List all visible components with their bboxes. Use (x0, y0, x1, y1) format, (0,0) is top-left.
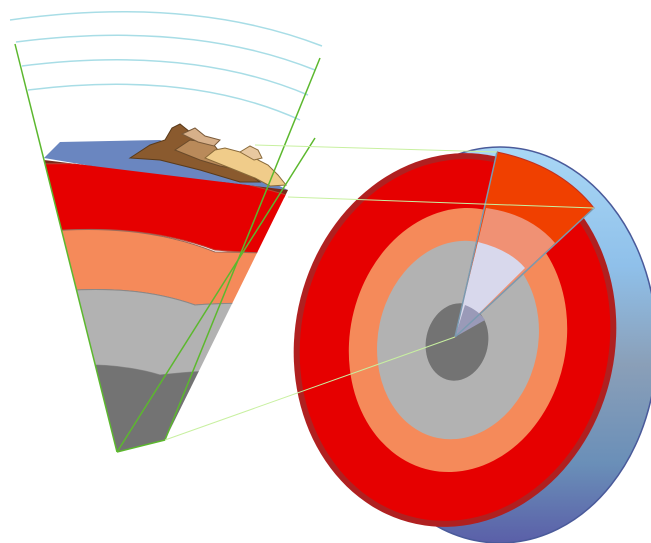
earth-sphere (293, 146, 651, 543)
wedge-edge-right (164, 57, 321, 441)
cutaway-edge (454, 207, 595, 338)
guide-lines (164, 144, 595, 441)
outer-core-band (44, 288, 288, 376)
atmosphere-arc (15, 34, 316, 71)
atmosphere-arc (9, 11, 323, 47)
wedge-edge-left (14, 43, 118, 453)
atmosphere-arc (27, 83, 301, 121)
guide-line (164, 336, 456, 441)
atmosphere-arc (21, 59, 309, 96)
guide-line (254, 144, 498, 153)
mountains (128, 123, 287, 187)
cutaway-wedge-center (455, 305, 485, 337)
guide-line (287, 196, 595, 209)
wedge-edge-bottom (116, 439, 166, 453)
wedge-edge-inner (116, 137, 316, 453)
cutaway-edge (454, 151, 498, 338)
layer-wedge (14, 43, 321, 453)
atmosphere-arcs (9, 11, 323, 121)
inner-core-band (44, 364, 288, 452)
